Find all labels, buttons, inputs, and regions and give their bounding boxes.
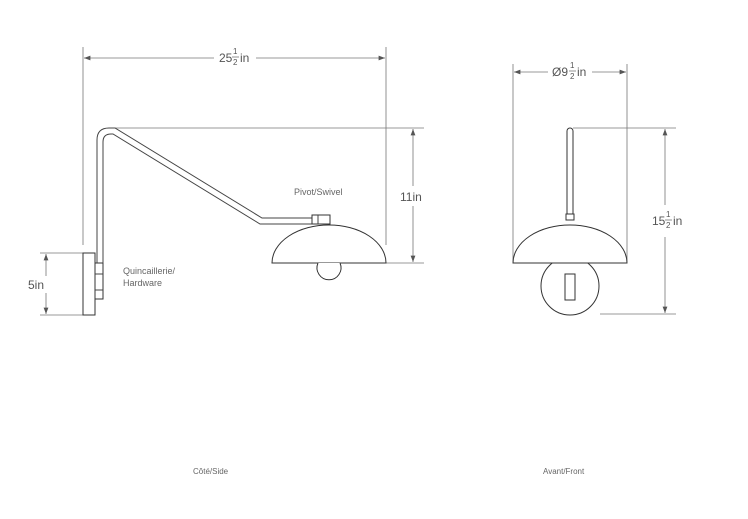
hardware-block [94,262,104,300]
pivot-joint [311,214,331,225]
hardware-label-line2: Hardware [123,278,162,288]
side-bulb [316,262,342,281]
diameter-denominator: 2 [570,72,575,81]
total-height-dimension-label: 15 1 2 in [652,210,682,230]
total-height-numerator: 1 [666,210,671,219]
width-numerator: 1 [233,47,238,56]
side-view: 25 1 2 in 11in 5in [28,47,424,476]
arm-tube-outer [96,127,312,263]
front-hardware [564,273,576,301]
total-height-denominator: 2 [666,221,671,230]
front-view-caption: Avant/Front [543,467,585,476]
diameter-dimension-label: Ø9 1 2 in [552,61,586,81]
diameter-numerator: 1 [570,61,575,70]
hardware-label-line1: Quincaillerie/ [123,266,176,276]
plate-height-label: 5in [28,278,44,292]
total-height-whole: 15 [652,214,666,228]
diameter-prefix: Ø9 [552,65,568,79]
arm-tube-inner [102,133,312,263]
arm-height-label: 11in [400,190,422,204]
diameter-unit: in [577,65,586,79]
width-whole: 25 [219,51,233,65]
width-denominator: 2 [233,58,238,67]
total-height-unit: in [673,214,682,228]
width-dimension-label: 25 1 2 in [219,47,249,67]
front-view: Ø9 1 2 in 15 1 2 in Avant/Front [512,61,682,476]
front-pivot [565,213,575,221]
front-shade [512,224,628,264]
side-view-caption: Côté/Side [193,467,229,476]
pivot-label: Pivot/Swivel [294,187,343,197]
width-unit: in [240,51,249,65]
front-arm-tube [566,127,574,217]
wall-plate [82,252,96,316]
side-shade [271,224,387,264]
